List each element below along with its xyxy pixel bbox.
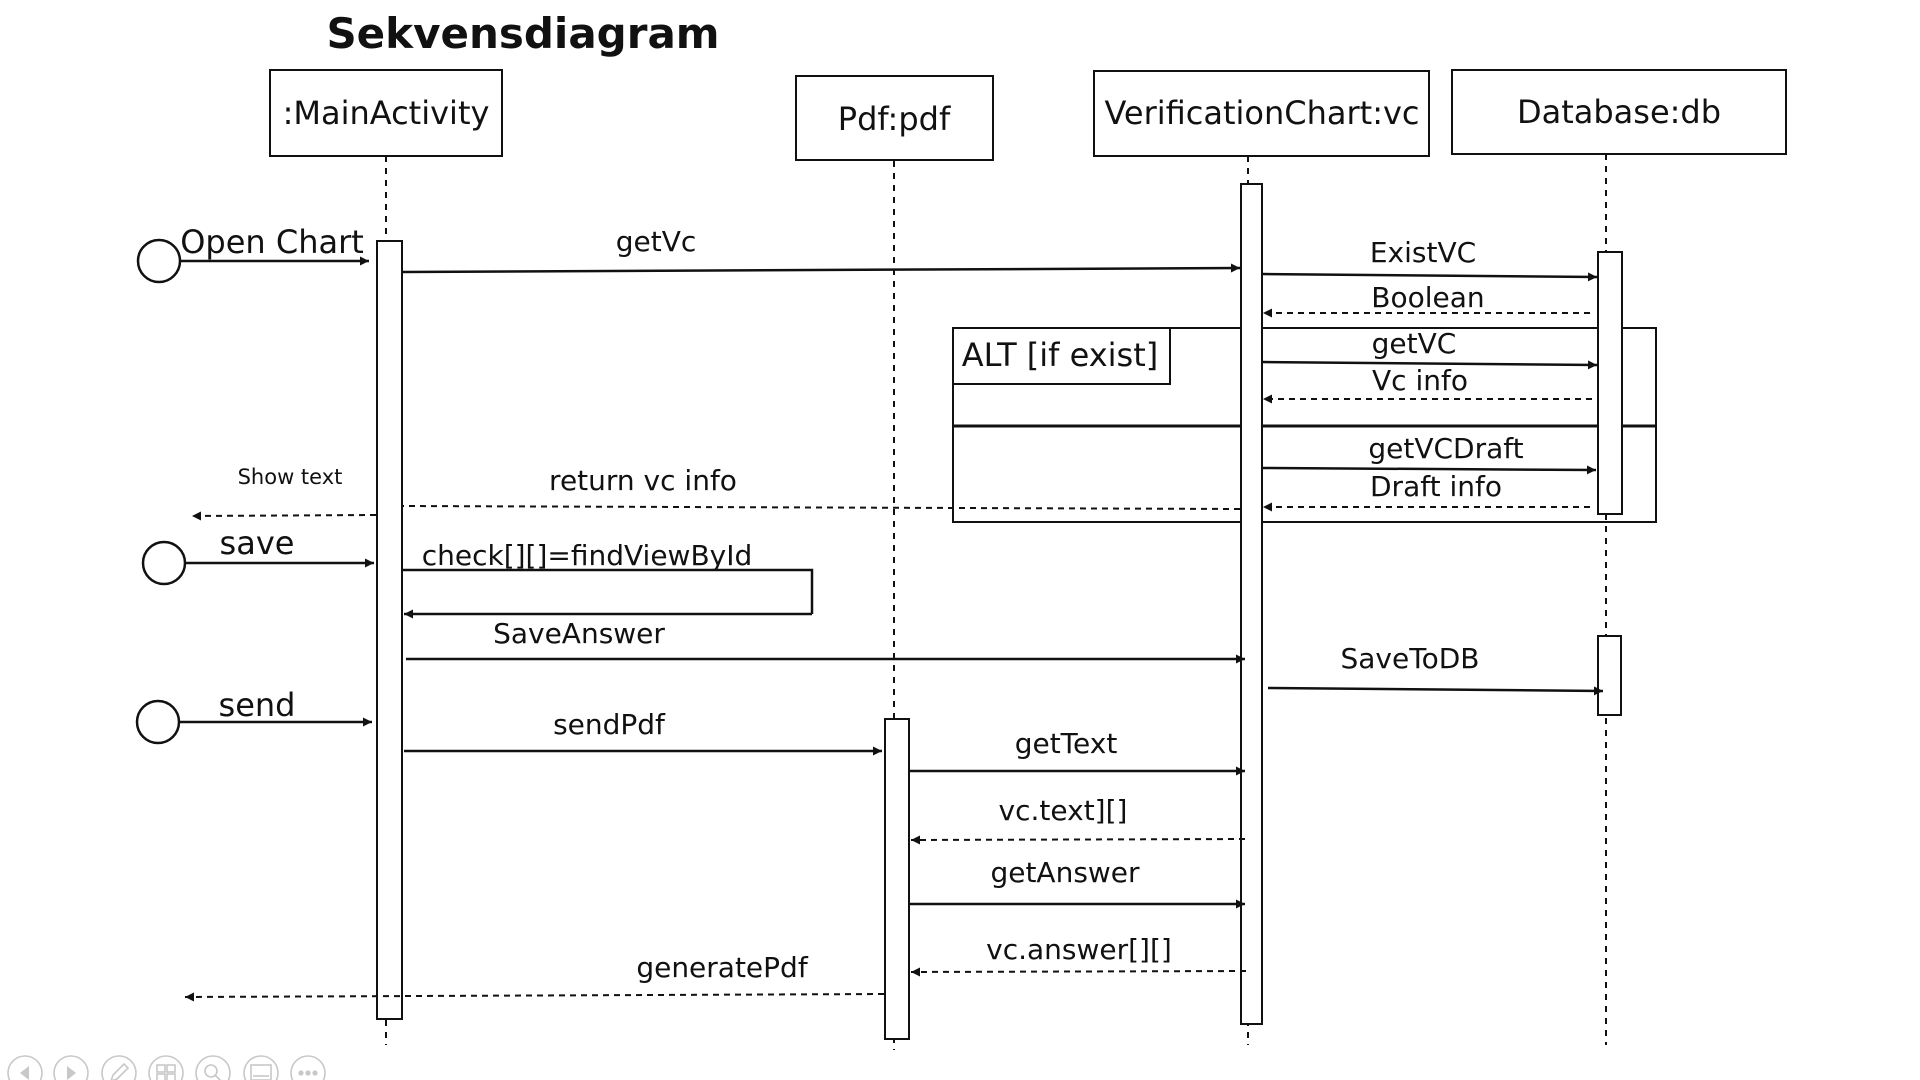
msg-savetodb: SaveToDB [1267,642,1604,696]
participant-db: Database:db [1451,69,1787,155]
diagram-title: Sekvensdiagram [326,9,719,58]
participant-vc-label: VerificationChart:vc [1104,94,1419,132]
alt-operator-box [952,327,1171,385]
msg-check-label: check[][]=findViewById [422,539,753,572]
msg-getvc-label: getVc [616,225,697,258]
msg-draft-info-label: Draft info [1370,470,1502,503]
participant-main-label: :MainActivity [283,94,490,132]
msg-check: check[][]=findViewById [402,539,814,619]
participant-vc: VerificationChart:vc [1093,70,1430,157]
slides-grid-icon[interactable] [148,1055,184,1080]
trigger-save-label: save [220,524,295,562]
msg-return-vc-info: return vc info [402,464,1241,510]
msg-vc-text: vc.text][] [910,794,1246,845]
msg-existvc: ExistVC [1261,236,1598,282]
msg-getanswer: getAnswer [909,856,1245,909]
activation-db-2 [1597,635,1622,716]
msg-gettext-label: getText [1015,727,1118,760]
trigger-send: send [135,686,372,745]
participant-main: :MainActivity [269,69,503,157]
trigger-open-chart-label: Open Chart [180,223,364,261]
msg-boolean-label: Boolean [1371,281,1484,314]
msg-vc-answer-label: vc.answer[][] [986,933,1172,966]
alt-frame: ALT [if exist] [952,327,1657,523]
activation-vc [1240,183,1263,1025]
msg-getvcdraft-label: getVCDraft [1368,432,1523,465]
msg-saveanswer: SaveAnswer [406,617,1245,664]
msg-show-text-label: Show text [238,465,343,489]
msg-show-text: Show text [191,465,377,521]
activation-bars [376,183,1623,1040]
msg-saveanswer-label: SaveAnswer [493,617,665,650]
participant-pdf: Pdf:pdf [795,75,994,161]
pen-icon[interactable] [101,1055,137,1080]
msg-existvc-label: ExistVC [1370,236,1476,269]
msg-getvcdraft: getVCDraft [1261,432,1597,475]
msg-savetodb-label: SaveToDB [1341,642,1480,675]
arrow-left-icon[interactable] [7,1055,43,1080]
subtitles-icon[interactable] [243,1055,279,1080]
arrow-right-icon[interactable] [53,1055,89,1080]
trigger-open-chart: Open Chart [136,223,369,284]
msg-vc-info-label: Vc info [1372,364,1468,397]
trigger-send-circle [135,699,181,745]
msg-vc-info: Vc info [1263,364,1592,404]
trigger-save-circle [141,540,187,586]
activation-main [376,240,403,1020]
msg-getanswer-label: getAnswer [990,856,1140,889]
alt-operator-label: ALT [if exist] [962,336,1159,374]
participant-db-label: Database:db [1517,93,1721,131]
msg-generatepdf-label: generatePdf [636,951,809,984]
msg-draft-info: Draft info [1263,470,1590,512]
presentation-toolbar [7,1055,326,1080]
more-options-icon[interactable] [290,1055,326,1080]
msg-gettext: getText [909,727,1245,776]
activation-db-1 [1597,251,1623,515]
trigger-open-chart-circle [136,238,182,284]
msg-getvc-db-label: getVC [1372,327,1457,360]
msg-vc-text-label: vc.text][] [999,794,1128,827]
trigger-send-label: send [219,686,296,724]
msg-vc-answer: vc.answer[][] [910,933,1247,977]
msg-sendpdf-label: sendPdf [553,708,666,741]
participant-pdf-label: Pdf:pdf [838,100,951,138]
magnifier-icon[interactable] [195,1055,231,1080]
msg-boolean: Boolean [1263,281,1590,318]
msg-return-vc-info-label: return vc info [549,464,737,497]
trigger-save: save [141,524,374,586]
msg-generatepdf: generatePdf [184,951,885,1002]
msg-getvc: getVc [401,225,1241,274]
msg-getvc-db: getVC [1261,327,1598,370]
msg-sendpdf: sendPdf [404,708,882,756]
activation-pdf [884,718,910,1040]
